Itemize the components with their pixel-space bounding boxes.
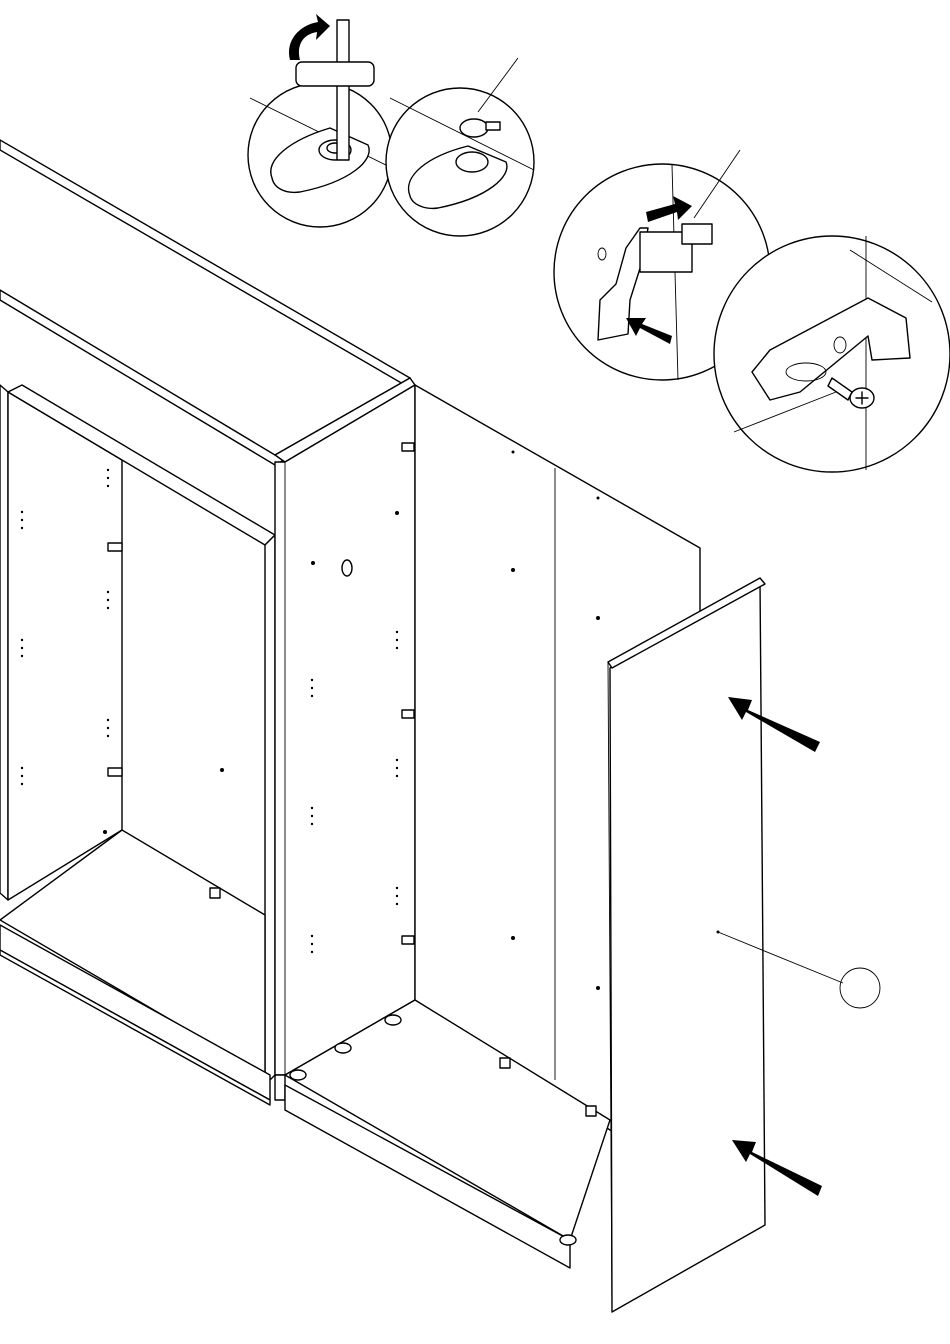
part-label-circle bbox=[840, 968, 880, 1008]
left-inner-side bbox=[0, 385, 8, 900]
door-face bbox=[610, 580, 765, 1312]
right-side-panel bbox=[275, 378, 415, 1100]
door-panel bbox=[608, 578, 880, 1312]
left-compartment-back bbox=[8, 392, 122, 900]
side-panel-bottom bbox=[275, 1075, 285, 1100]
detail-hinge-screw bbox=[714, 236, 950, 472]
rotate-arrow-icon bbox=[289, 14, 330, 60]
detail-leveling-foot-cap bbox=[386, 58, 534, 236]
side-panel-face bbox=[275, 385, 415, 1075]
detail-leveling-foot-adjust bbox=[248, 14, 392, 227]
middle-divider bbox=[265, 535, 275, 1085]
